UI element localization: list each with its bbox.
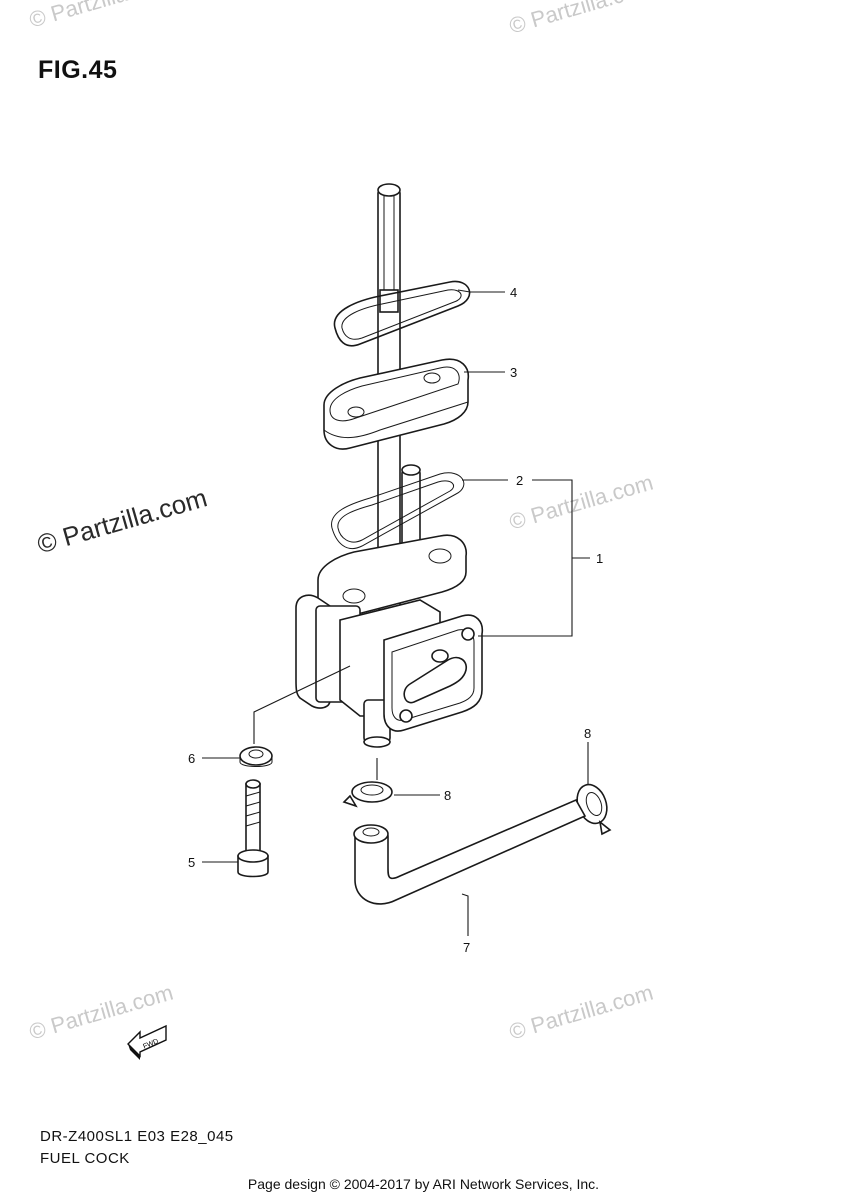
callout-1: 1 [596,551,603,566]
fuel-cock-body-part-1 [295,534,484,748]
fwd-arrow-icon: FWD [127,1024,167,1060]
callout-2: 2 [516,473,523,488]
clamp-part-8-left [342,781,393,808]
section-name: FUEL COCK [40,1150,130,1167]
o-ring-part-2 [331,472,465,550]
footer-copyright: Page design © 2004-2017 by ARI Network S… [247,1176,600,1192]
callout-7: 7 [463,940,470,955]
callout-6: 6 [188,751,195,766]
hose-part-7 [353,798,587,905]
callout-8-left: 8 [444,788,451,803]
callout-4: 4 [510,285,517,300]
figure-title: FIG.45 [38,56,118,84]
callout-5: 5 [188,855,195,870]
callout-3: 3 [510,365,517,380]
model-code: DR-Z400SL1 E03 E28_045 [40,1128,234,1145]
callout-8-right: 8 [584,726,591,741]
screw-part-5 [237,779,269,878]
gasket-part-3 [323,358,470,450]
washer-part-6 [239,746,273,767]
o-ring-part-4 [333,280,471,347]
leader-lines [202,289,590,936]
